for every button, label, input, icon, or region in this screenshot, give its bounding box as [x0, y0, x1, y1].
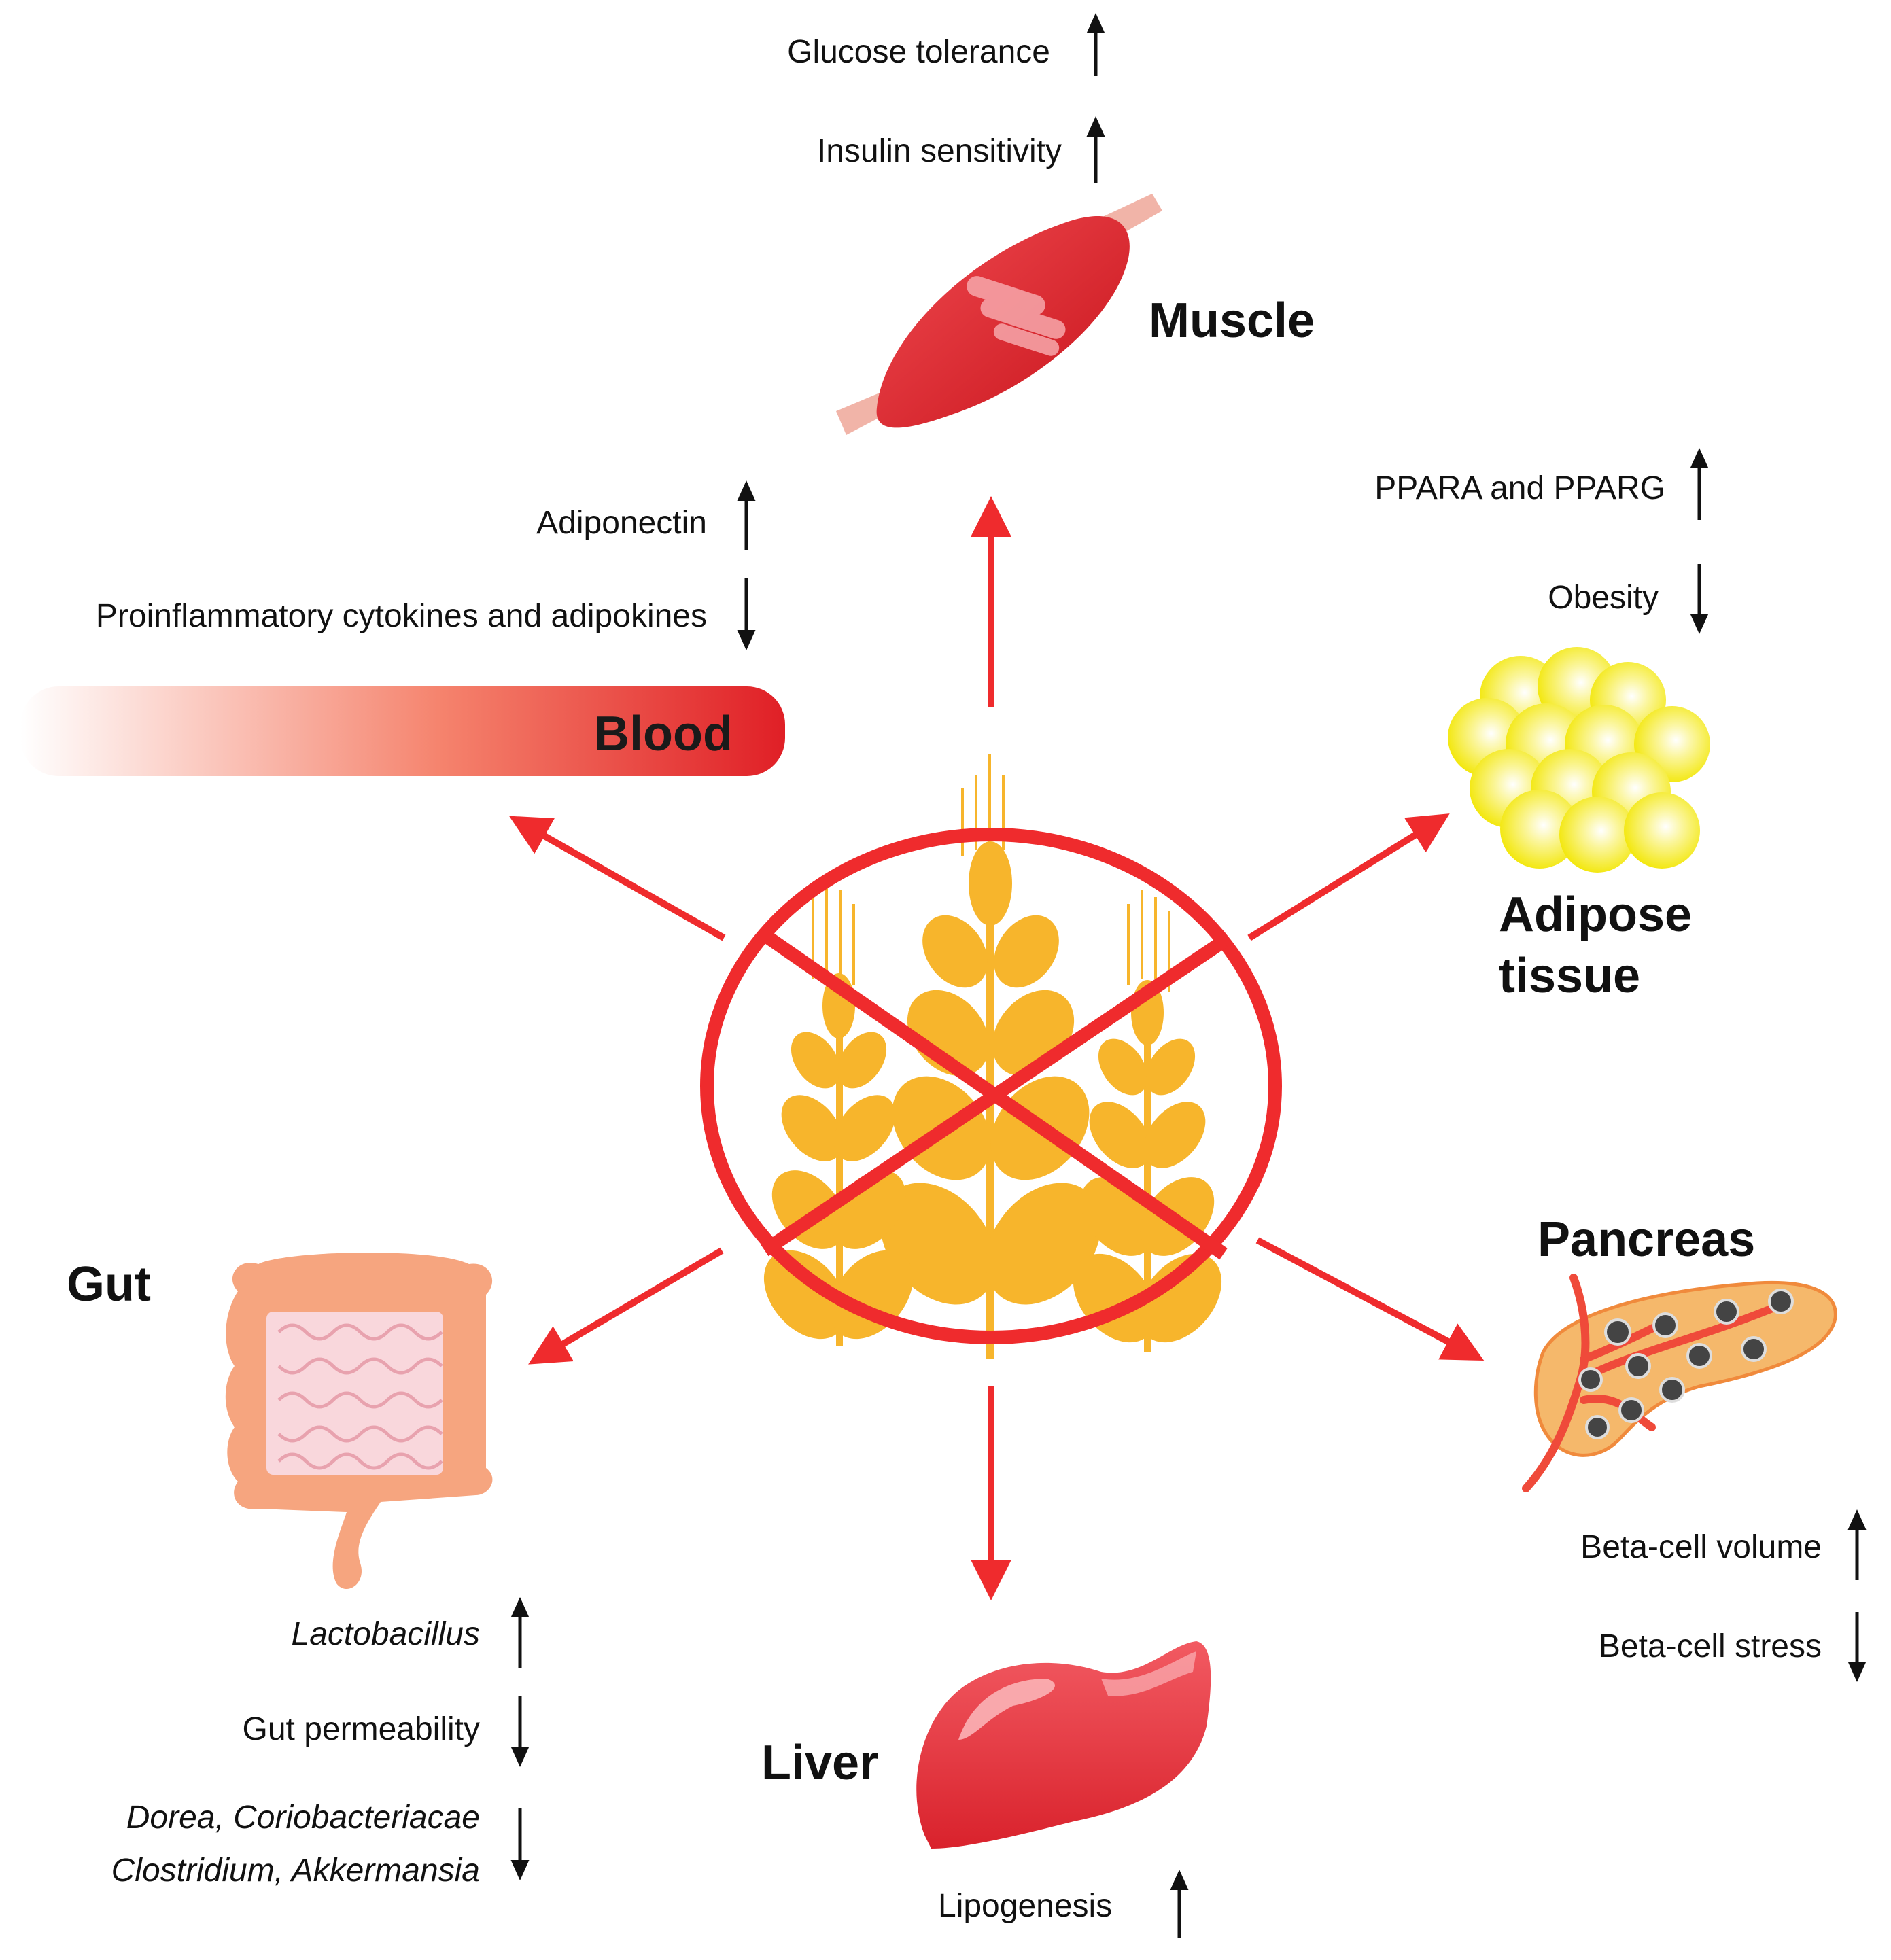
arrow-to-blood — [508, 816, 726, 941]
effect-adiponectin: Adiponectin — [536, 505, 707, 541]
pancreas-effects: Beta-cell volume Beta-cell stress — [1580, 1509, 1867, 1682]
adipose-title-line2: tissue — [1499, 949, 1640, 1003]
muscle-effects: Glucose tolerance Insulin sensitivity — [787, 13, 1105, 183]
adipose-effects: PPARA and PPARG Obesity — [1374, 448, 1709, 634]
effect-bacteria-line1: Dorea, Coriobacteriacae — [126, 1800, 480, 1836]
pancreas-icon — [1522, 1274, 1837, 1492]
liver-title: Liver — [761, 1736, 878, 1790]
effect-insulin-sensitivity: Insulin sensitivity — [817, 133, 1062, 169]
liver-icon — [916, 1641, 1211, 1849]
liver-effects: Lipogenesis — [938, 1870, 1189, 1938]
effect-glucose-tolerance: Glucose tolerance — [787, 34, 1050, 70]
arrow-to-pancreas — [1255, 1237, 1485, 1361]
gut-effects: Lactobacillus Gut permeability Dorea, Co… — [111, 1597, 530, 1889]
muscle-title: Muscle — [1149, 294, 1315, 348]
wheat-icon — [763, 754, 1222, 1359]
effect-bacteria-line2: Clostridium, Akkermansia — [111, 1853, 480, 1889]
pancreas-title: Pancreas — [1538, 1212, 1755, 1267]
arrow-to-adipose — [1247, 813, 1450, 941]
intestine-icon — [225, 1253, 493, 1590]
blood-title: Blood — [594, 707, 733, 761]
fat-cells-icon — [1448, 647, 1710, 873]
effect-obesity: Obesity — [1548, 580, 1659, 616]
blood-effects: Adiponectin Proinflammatory cytokines an… — [96, 480, 756, 650]
arrow-to-gut — [528, 1247, 724, 1365]
muscle-icon — [836, 194, 1162, 435]
blood-vessel-bar — [20, 686, 785, 776]
effect-gut-permeability: Gut permeability — [243, 1711, 480, 1747]
effect-arrows — [508, 496, 1485, 1600]
effect-beta-cell-stress: Beta-cell stress — [1599, 1628, 1822, 1664]
effect-ppara-pparg: PPARA and PPARG — [1374, 470, 1665, 506]
effect-lipogenesis: Lipogenesis — [938, 1888, 1112, 1924]
gut-title: Gut — [67, 1257, 151, 1312]
effect-beta-cell-volume: Beta-cell volume — [1580, 1529, 1822, 1565]
adipose-title-line1: Adipose — [1499, 888, 1692, 942]
effect-proinflammatory: Proinflammatory cytokines and adipokines — [96, 598, 707, 634]
ban-icon — [700, 828, 1282, 1344]
effect-lactobacillus: Lactobacillus — [292, 1616, 481, 1652]
